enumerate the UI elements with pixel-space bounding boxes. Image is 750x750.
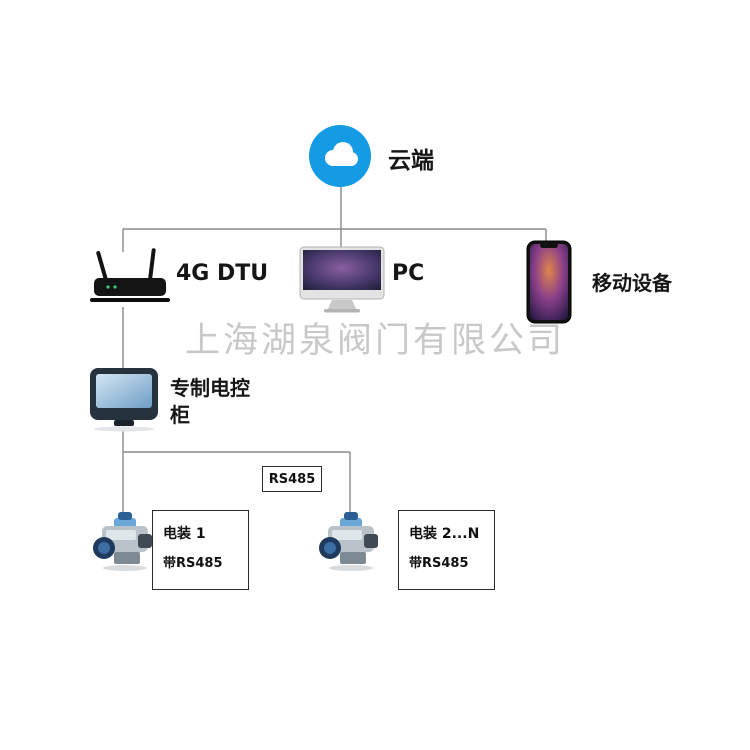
- cloud-icon: [309, 125, 371, 187]
- pc-label: PC: [392, 261, 425, 286]
- actuator2-icon: [319, 512, 378, 571]
- actuator1-subtitle: 带RS485: [163, 556, 223, 571]
- actuator1-title: 电装 1: [163, 526, 206, 542]
- pc-icon: [299, 246, 385, 313]
- cabinet-label: 专制电控柜: [170, 376, 250, 427]
- actuator1-icon: [93, 512, 152, 571]
- cloud-label: 云端: [388, 148, 434, 174]
- actuator2-title: 电装 2...N: [409, 526, 480, 542]
- control-cabinet-icon: [90, 368, 158, 432]
- phone-icon: [526, 240, 572, 324]
- dtu-label: 4G DTU: [176, 261, 269, 286]
- rs485-bus-label: RS485: [262, 466, 322, 492]
- actuator1-box: 电装 1 带RS485: [152, 510, 249, 590]
- router-icon: [90, 248, 170, 302]
- actuator2-subtitle: 带RS485: [409, 556, 469, 571]
- mobile-label: 移动设备: [592, 271, 672, 295]
- actuator2-box: 电装 2...N 带RS485: [398, 510, 495, 590]
- connector-path: [122, 187, 547, 514]
